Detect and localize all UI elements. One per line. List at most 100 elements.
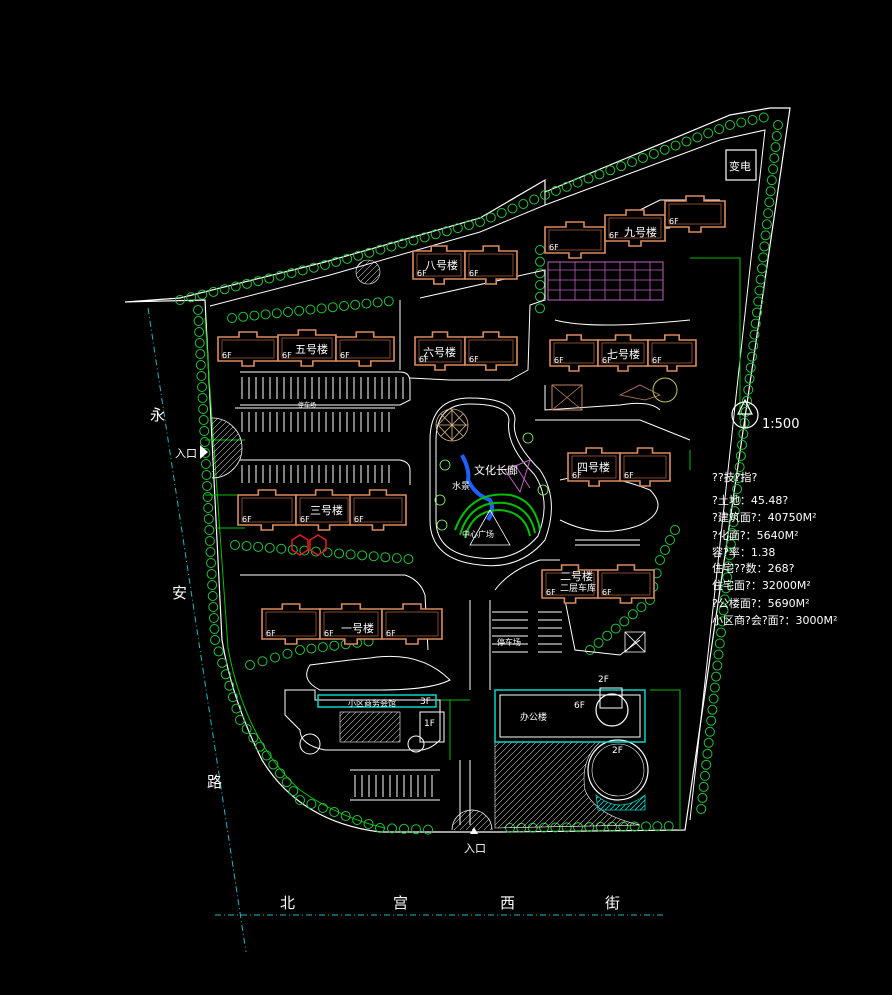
central-garden: [429, 397, 552, 567]
tree-icon: [729, 506, 740, 517]
tree-icon: [342, 253, 353, 264]
tree-icon: [255, 741, 265, 752]
tree-icon: [196, 382, 207, 392]
tree-icon: [605, 165, 616, 176]
tree-icon: [716, 627, 727, 638]
svg-text:6F: 6F: [242, 515, 252, 524]
svg-text:6F: 6F: [546, 588, 556, 597]
office-building: [494, 687, 646, 743]
tree-icon: [206, 569, 217, 579]
tree-icon: [703, 737, 714, 748]
tree-icon: [721, 583, 731, 594]
svg-text:6F: 6F: [602, 356, 612, 365]
tree-icon: [736, 117, 747, 128]
tree-icon: [663, 821, 674, 832]
tree-icon: [235, 715, 245, 725]
tree-icon: [714, 124, 725, 135]
label-building-5: 五号楼: [295, 342, 328, 356]
tree-icon: [288, 786, 299, 797]
residential-block: 6F: [464, 331, 518, 371]
tree-icon: [329, 807, 340, 817]
tree-icon: [732, 484, 743, 495]
tree-icon: [213, 646, 224, 657]
tree-icon: [281, 777, 292, 788]
label-building-1: 一号楼: [341, 621, 374, 635]
tree-icon: [308, 262, 319, 273]
tree-icon: [411, 824, 421, 835]
tree-icon: [747, 115, 758, 125]
tree-icon: [208, 613, 219, 623]
tree-icon: [593, 637, 604, 648]
entrance-south-label: 入口: [464, 842, 486, 855]
tree-icon: [561, 181, 572, 192]
tree-icon: [718, 605, 729, 616]
tree-icon: [703, 128, 714, 139]
residential-block: 6F: [261, 603, 321, 645]
svg-text:6F: 6F: [602, 588, 612, 597]
tree-icon: [485, 212, 496, 223]
tree-icon: [764, 197, 775, 208]
tree-icon: [305, 304, 316, 315]
tree-icon: [208, 602, 219, 612]
svg-text:6F: 6F: [386, 629, 396, 638]
tree-icon: [755, 274, 766, 285]
tree-icon: [198, 415, 209, 425]
tree-icon: [594, 169, 605, 180]
tree-icon: [748, 340, 759, 351]
label-building-2-sub: 二层车库: [560, 582, 596, 594]
svg-text:6F: 6F: [282, 351, 292, 360]
tree-icon: [193, 316, 204, 326]
tree-icon: [271, 308, 282, 319]
tree-icon: [585, 645, 595, 655]
tree-icon: [749, 329, 760, 340]
north-arrow-icon: [731, 398, 759, 429]
street-west-char-3: 路: [207, 773, 222, 791]
tree-icon: [317, 803, 328, 813]
label-commercial-club: 小区商务会馆: [348, 698, 396, 708]
tree-icon: [722, 572, 733, 583]
entrance-west-label: 入口: [175, 447, 197, 460]
tree-icon: [758, 112, 769, 123]
tree-icon: [322, 547, 333, 558]
tree-icon: [202, 492, 213, 502]
label-central-plaza: 中心广场: [462, 529, 494, 539]
tree-icon: [175, 295, 185, 305]
tree-icon: [368, 551, 379, 562]
tree-icon: [195, 349, 206, 359]
residential-block: 6F: [647, 334, 697, 372]
tree-icon: [535, 303, 545, 314]
tree-icon: [220, 669, 231, 680]
tree-icon: [227, 692, 238, 703]
tree-icon: [193, 305, 203, 315]
tree-icon: [363, 819, 374, 829]
tree-icon: [737, 439, 748, 450]
tree-icon: [550, 185, 561, 196]
street-west-char-1: 永: [150, 406, 165, 424]
floor-label-office: 6F: [574, 701, 585, 711]
label-building-4: 四号楼: [577, 460, 610, 474]
tree-icon: [245, 660, 255, 670]
tree-icon: [602, 630, 613, 641]
tree-icon: [357, 550, 368, 561]
tree-icon: [706, 715, 717, 726]
tree-icon: [702, 748, 713, 759]
substation-box: [725, 149, 757, 181]
tree-icon: [276, 543, 287, 554]
tree-icon: [329, 640, 340, 651]
tree-icon: [699, 770, 710, 781]
tree-icon: [535, 291, 545, 302]
tree-icon: [701, 759, 712, 770]
tree-icon: [408, 235, 419, 246]
residential-block: 6F: [604, 209, 666, 247]
tree-icon: [316, 303, 327, 314]
tree-icon: [199, 437, 210, 447]
tree-icon: [386, 241, 397, 252]
tree-icon: [698, 781, 709, 792]
residential-block: 6F: [664, 195, 726, 233]
tree-icon: [659, 144, 670, 155]
svg-text:6F: 6F: [324, 629, 334, 638]
tree-icon: [264, 273, 275, 284]
tree-icon: [652, 821, 663, 832]
tree-icon: [383, 296, 394, 307]
